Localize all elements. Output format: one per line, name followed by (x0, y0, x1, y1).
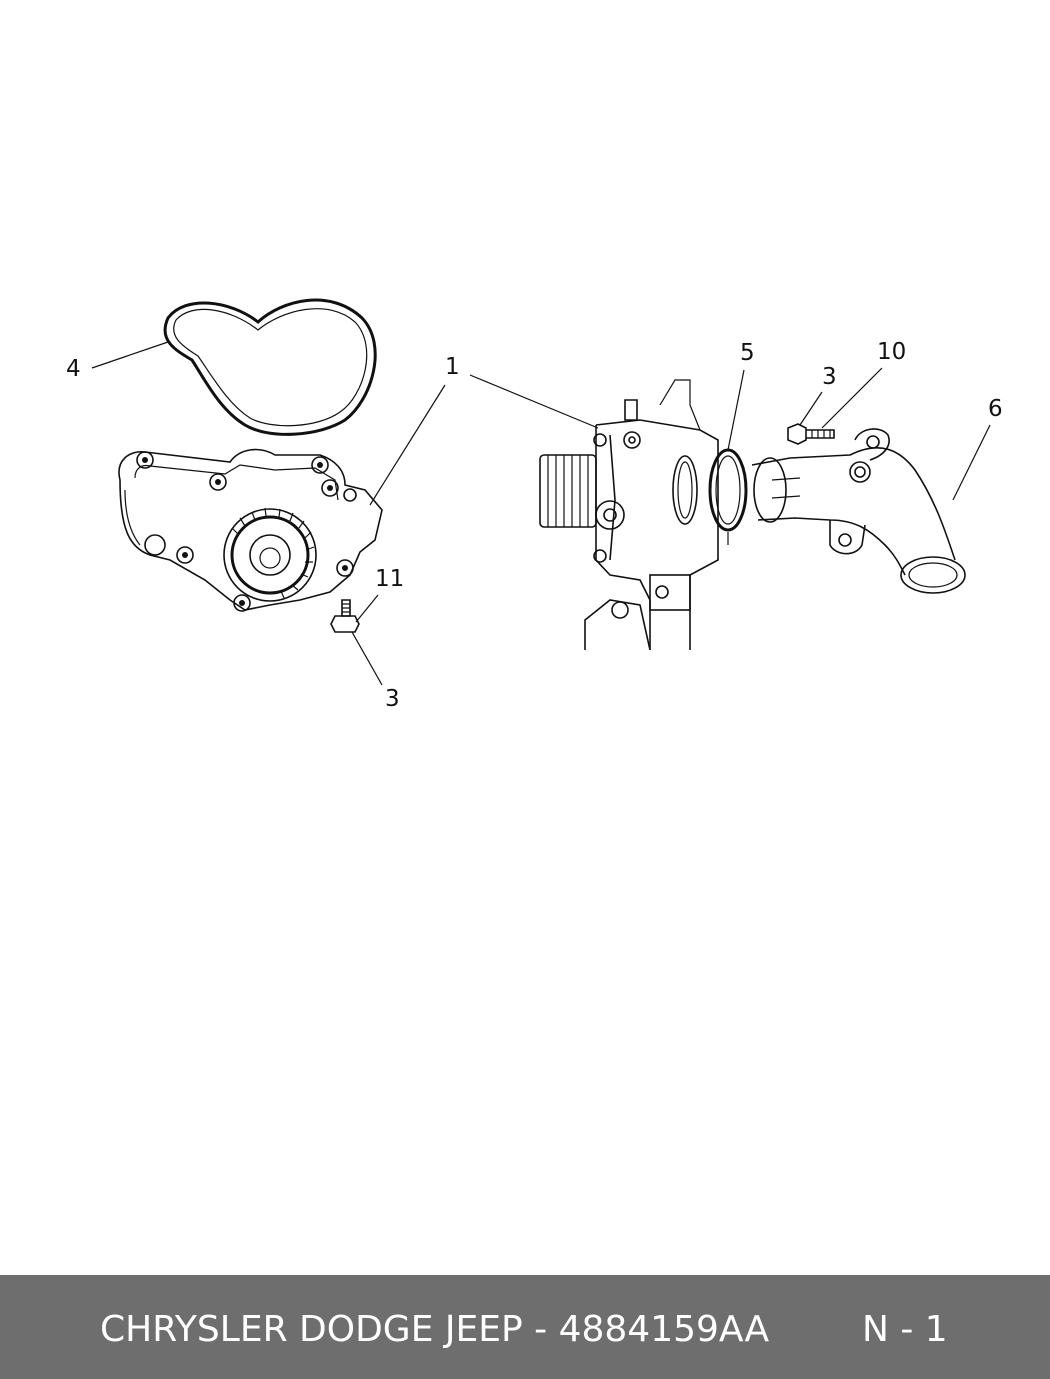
page-label: N - 1 (862, 1309, 948, 1350)
callout-1: 1 (445, 354, 460, 380)
callout-10: 10 (877, 339, 907, 365)
o-ring-part (708, 448, 748, 532)
bolt-part-11 (330, 599, 360, 633)
inlet-tube-part (751, 428, 966, 594)
part-title: CHRYSLER DODGE JEEP - 4884159AA (100, 1309, 770, 1350)
footer-bar: CHRYSLER DODGE JEEP - 4884159AA N - 1 (0, 1275, 1050, 1379)
callout-3-left: 3 (385, 686, 400, 712)
callout-4: 4 (66, 356, 81, 382)
callout-11: 11 (375, 566, 405, 592)
exploded-view-drawing (91, 298, 991, 686)
callout-6: 6 (988, 396, 1003, 422)
callout-3-right: 3 (822, 364, 837, 390)
bolt-part-10 (787, 423, 835, 445)
gasket-part (163, 298, 377, 436)
leader-lines (91, 341, 991, 686)
water-pump-part (118, 448, 383, 612)
callout-5: 5 (740, 340, 755, 366)
parts-diagram: 4 1 11 3 5 3 10 6 (66, 298, 1003, 712)
engine-block-part (539, 379, 719, 651)
